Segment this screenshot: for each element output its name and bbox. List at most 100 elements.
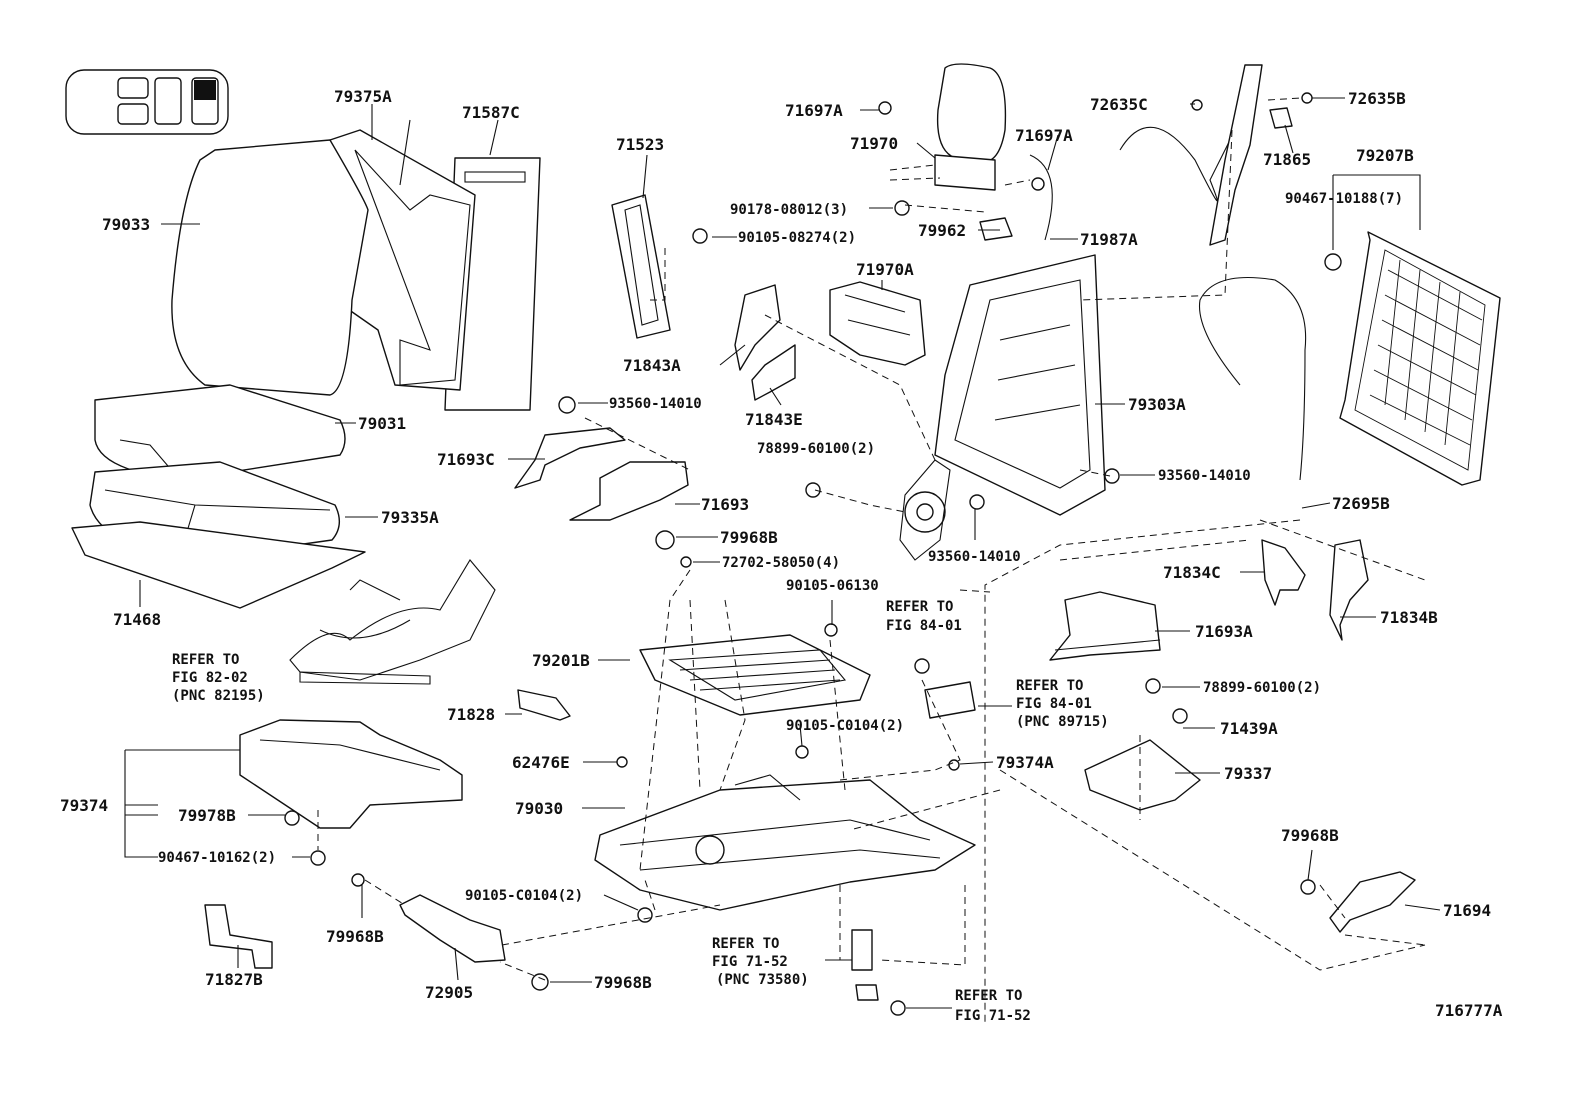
headrest-support-shape [829, 281, 926, 366]
headrest-shape [934, 63, 1007, 191]
cushion-sheet-shape [71, 521, 366, 609]
pad-79962-shape [979, 217, 1013, 241]
ref-fig71-52-a-line1: REFER TO [712, 936, 779, 952]
ref-fig82-02-line3: (PNC 82195) [172, 688, 265, 704]
label-93560-14010-c: 93560-14010 [928, 549, 1021, 565]
label-71970a: 71970A [856, 260, 914, 279]
label-79374a: 79374A [996, 753, 1054, 772]
label-71865: 71865 [1263, 150, 1311, 169]
label-71987a: 71987A [1080, 230, 1138, 249]
label-79968b-d: 79968B [1281, 826, 1339, 845]
recliner-cable-shape [1029, 64, 1263, 246]
cover-72905-shape [399, 894, 506, 963]
dashed-guides [317, 97, 1426, 1025]
label-71523: 71523 [616, 135, 664, 154]
seatback-pad-shape [329, 129, 541, 411]
ref-fig84-01-b-line1: REFER TO [1016, 678, 1083, 694]
rail-trim-shape [611, 194, 671, 339]
belt-buckle-shape [851, 929, 879, 1001]
seat-position-indicator [65, 69, 229, 135]
label-71693a: 71693A [1195, 622, 1253, 641]
ref-fig71-52-a-line2: FIG 71-52 [712, 954, 788, 970]
seat-shield-shape [239, 719, 463, 829]
cover-71843e-shape [751, 344, 796, 401]
ref-fig71-52-b-line2: FIG 71-52 [955, 1008, 1031, 1024]
label-72702-58050: 72702-58050(4) [722, 555, 840, 571]
label-93560-14010-a: 93560-14010 [609, 396, 702, 412]
label-71834b: 71834B [1380, 608, 1438, 627]
label-79968b-a: 79968B [720, 528, 778, 547]
ref-fig84-01-a-line1: REFER TO [886, 599, 953, 615]
reference-notes: REFER TO FIG 82-02 (PNC 82195) REFER TO … [172, 599, 1109, 1024]
ref-fig84-01-a-line2: FIG 84-01 [886, 618, 962, 634]
leader-lines [124, 97, 1441, 1009]
label-71693c: 71693C [437, 450, 495, 469]
label-71828: 71828 [447, 705, 495, 724]
label-71697a-a: 71697A [785, 101, 843, 120]
label-79978b: 79978B [178, 806, 236, 825]
label-71468: 71468 [113, 610, 161, 629]
clip-71865-shape [1269, 107, 1293, 129]
hinge-cover-71693-shape [569, 461, 689, 521]
ref-fig82-02-line2: FIG 82-02 [172, 670, 248, 686]
label-79207b: 79207B [1356, 146, 1414, 165]
cover-71694-shape [1329, 871, 1416, 933]
label-79375a: 79375A [334, 87, 392, 106]
bracket-71828-shape [517, 689, 571, 721]
label-71843e: 71843E [745, 410, 803, 429]
label-90178-08012: 90178-08012(3) [730, 202, 848, 218]
diagram-id: 716777A [1435, 1001, 1503, 1020]
label-90105-08274: 90105-08274(2) [738, 230, 856, 246]
cover-71834c-shape [1261, 539, 1306, 606]
seatback-cover-shape [171, 139, 369, 396]
release-cable-shape [1198, 277, 1307, 481]
label-78899-60100-b: 78899-60100(2) [1203, 680, 1321, 696]
ref-fig84-01-b-line3: (PNC 89715) [1016, 714, 1109, 730]
label-71697a-b: 71697A [1015, 126, 1073, 145]
seatback-frame-shape [899, 254, 1106, 561]
ref-fig84-01-b-line2: FIG 84-01 [1016, 696, 1092, 712]
label-93560-14010-b: 93560-14010 [1158, 468, 1251, 484]
label-71439a: 71439A [1220, 719, 1278, 738]
label-72635b: 72635B [1348, 89, 1406, 108]
part-labels: 79375A 71587C 79033 79031 79335A 71468 7… [60, 87, 1491, 1002]
label-79968b-c: 79968B [594, 973, 652, 992]
label-79335a: 79335A [381, 508, 439, 527]
label-71587c: 71587C [462, 103, 520, 122]
label-71694: 71694 [1443, 901, 1491, 920]
hinge-cover-71693a-shape [1049, 591, 1161, 661]
cover-71843a-shape [734, 284, 781, 371]
label-71834c: 71834C [1163, 563, 1221, 582]
label-90105-c0104-a: 90105-C0104(2) [786, 718, 904, 734]
ref-fig82-02-line1: REFER TO [172, 652, 239, 668]
label-90105-c0104-b: 90105-C0104(2) [465, 888, 583, 904]
label-72905: 72905 [425, 983, 473, 1002]
label-90105-06130: 90105-06130 [786, 578, 879, 594]
label-90467-10162: 90467-10162(2) [158, 850, 276, 866]
label-79962: 79962 [918, 221, 966, 240]
control-module-shape [924, 681, 976, 719]
seat-track-79030-shape [594, 774, 976, 911]
cover-79337-shape [1084, 739, 1201, 811]
bracket-71827b-shape [204, 904, 273, 969]
label-71693: 71693 [701, 495, 749, 514]
label-72635c: 72635C [1090, 95, 1148, 114]
label-79031: 79031 [358, 414, 406, 433]
label-62476e: 62476E [512, 753, 570, 772]
ref-fig71-52-a-line3: (PNC 73580) [716, 972, 809, 988]
seat-frame-79201b-shape [639, 634, 871, 716]
hinge-cover-71693c-shape [514, 427, 626, 489]
cover-71834b-shape [1329, 539, 1369, 641]
label-71827b: 71827B [205, 970, 263, 989]
label-79201b: 79201B [532, 651, 590, 670]
label-79303a: 79303A [1128, 395, 1186, 414]
label-72695b: 72695B [1332, 494, 1390, 513]
label-90467-10188: 90467-10188(7) [1285, 191, 1403, 207]
wire-harness-shape [289, 559, 496, 685]
back-board-shape [1339, 231, 1501, 486]
label-78899-60100-a: 78899-60100(2) [757, 441, 875, 457]
label-71970: 71970 [850, 134, 898, 153]
label-79033: 79033 [102, 215, 150, 234]
ref-fig71-52-b-line1: REFER TO [955, 988, 1022, 1004]
